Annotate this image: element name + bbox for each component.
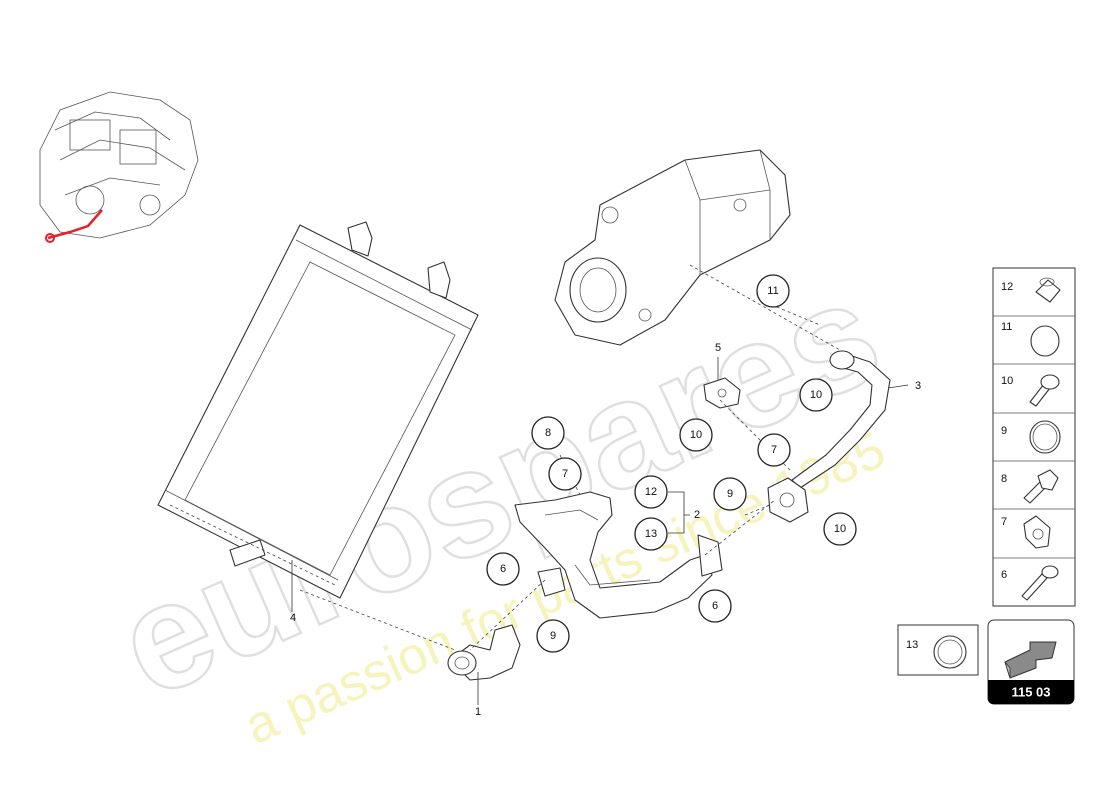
label-3: 3 [915, 380, 921, 392]
svg-text:10: 10 [690, 429, 702, 441]
legend-item-6[interactable]: 6 [1001, 565, 1059, 601]
svg-text:9: 9 [1001, 425, 1007, 437]
reference-box[interactable]: 115 03 [987, 619, 1075, 705]
svg-text:6: 6 [500, 563, 506, 575]
pipe-2 [514, 491, 723, 619]
label-1: 1 [475, 706, 481, 718]
legend-item-12[interactable]: 12 [1001, 277, 1061, 303]
legend-item-9[interactable]: 9 [1001, 420, 1061, 454]
svg-text:10: 10 [1001, 375, 1013, 387]
svg-text:9: 9 [550, 630, 556, 642]
callout-7[interactable]: 7 [548, 457, 582, 491]
svg-text:7: 7 [1001, 516, 1007, 528]
assembly-lines [299, 264, 841, 651]
callout-10[interactable]: 10 [679, 418, 713, 452]
plug-icon [1035, 277, 1061, 303]
egr-valve [554, 149, 791, 346]
svg-text:13: 13 [645, 528, 657, 540]
pipe-3 [767, 350, 891, 523]
part-labels: 1 2 3 4 5 [290, 342, 921, 718]
svg-text:9: 9 [727, 488, 733, 500]
gasket-ring-icon [1029, 420, 1061, 454]
label-4: 4 [290, 612, 296, 624]
svg-text:7: 7 [771, 444, 777, 456]
callout-13[interactable]: 13 [634, 517, 668, 551]
legend-item-13[interactable]: 13 [897, 624, 979, 676]
svg-text:11: 11 [767, 285, 778, 297]
svg-text:7: 7 [562, 468, 568, 480]
hex-bolt-icon [1023, 469, 1059, 504]
callout-12[interactable]: 12 [634, 475, 668, 509]
egr-cooler [157, 221, 479, 599]
leader-lines [291, 357, 909, 705]
legend-item-11[interactable]: 11 [1001, 321, 1060, 357]
parts-legend: 12 11 10 9 8 [897, 267, 1076, 676]
callout-6[interactable]: 6 [698, 589, 732, 623]
callout-8[interactable]: 8 [531, 416, 565, 450]
svg-text:6: 6 [712, 600, 718, 612]
pipe-1 [447, 624, 521, 681]
svg-text:6: 6 [1001, 569, 1007, 581]
svg-text:10: 10 [810, 389, 822, 401]
callout-10[interactable]: 10 [823, 512, 857, 546]
svg-text:8: 8 [545, 427, 551, 439]
o-ring-icon [933, 635, 967, 669]
flange-bolt-icon [1029, 374, 1060, 407]
legend-item-8[interactable]: 8 [1001, 469, 1059, 504]
direction-arrow-icon [1004, 641, 1057, 679]
callout-11[interactable]: 11 [756, 274, 790, 308]
bracket-5 [703, 377, 741, 409]
callout-9[interactable]: 9 [536, 619, 570, 653]
svg-text:11: 11 [1001, 321, 1012, 333]
svg-text:10: 10 [834, 523, 846, 535]
legend-item-7[interactable]: 7 [1001, 515, 1051, 549]
engine-thumbnail [39, 91, 199, 243]
svg-text:8: 8 [1001, 473, 1007, 485]
callout-6[interactable]: 6 [486, 552, 520, 586]
bolt-icon [1021, 565, 1059, 601]
label-5: 5 [715, 342, 721, 354]
label-2: 2 [694, 509, 700, 521]
reference-code: 115 03 [1011, 685, 1050, 700]
svg-text:13: 13 [906, 639, 918, 651]
seal-ring-icon [1030, 325, 1060, 357]
callout-10[interactable]: 10 [799, 378, 833, 412]
callouts: 11 10 10 10 8 7 7 12 13 9 9 6 6 [486, 274, 857, 653]
svg-text:12: 12 [1001, 281, 1013, 293]
callout-7[interactable]: 7 [757, 433, 791, 467]
svg-text:12: 12 [645, 486, 657, 498]
legend-item-10[interactable]: 10 [1001, 374, 1060, 407]
clamp-icon [1023, 515, 1051, 549]
callout-9[interactable]: 9 [713, 477, 747, 511]
